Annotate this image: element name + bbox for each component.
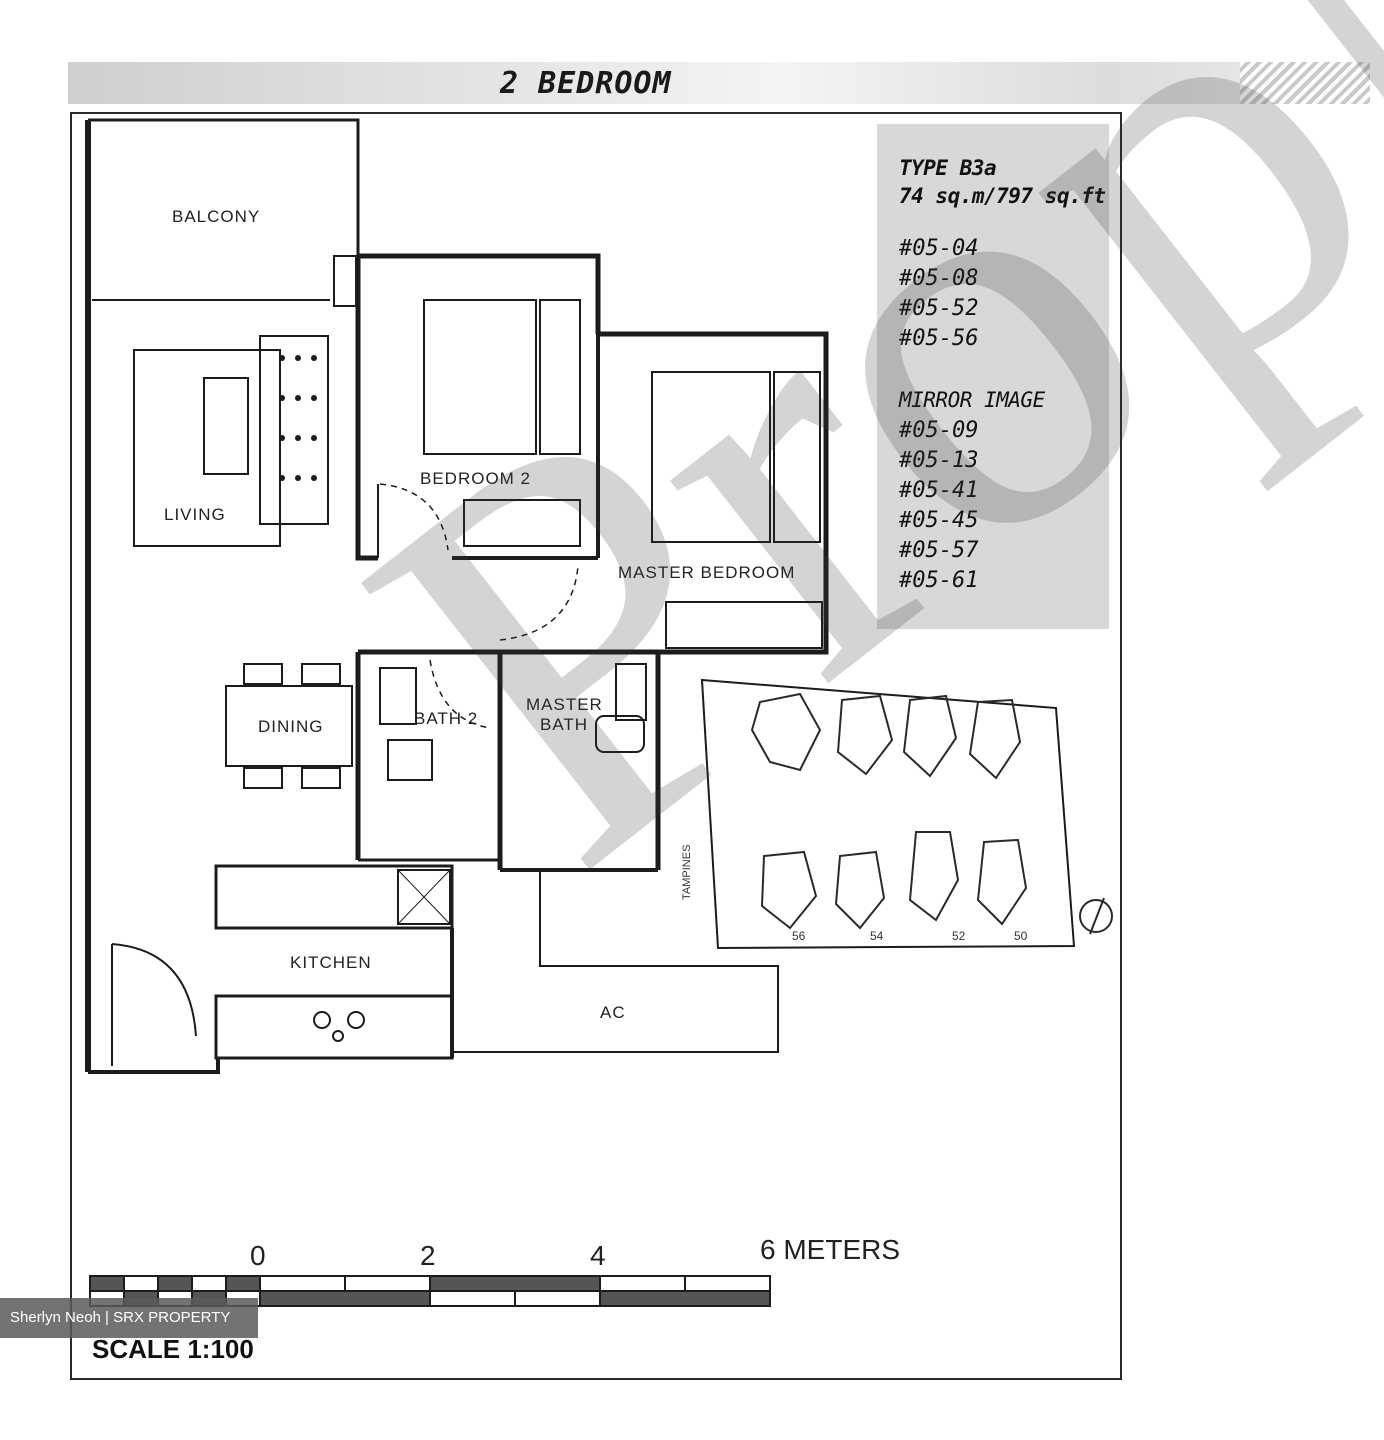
key-plan-block-number: 54 [870,929,884,943]
mirror-unit-number: #05-41 [899,478,979,503]
coffee-table [203,377,249,475]
plan-title: 2 BEDROOM [500,66,672,101]
room-label-master-bedroom: MASTER BEDROOM [618,563,795,582]
room-label-master-bath-line1: MASTER [526,695,603,714]
key-plan-frame [700,678,1076,950]
master-bath-basin [615,663,647,721]
master-bedroom-door-swing [499,565,579,641]
agent-credit-badge: Sherlyn Neoh | SRX PROPERTY [0,1298,258,1338]
bedroom2-bed [423,299,537,455]
room-label-master-bath-line2: BATH [540,715,588,734]
master-bedroom-wall [598,331,829,870]
room-label-living: LIVING [164,505,226,524]
scale-ratio-label: SCALE 1:100 [92,1334,254,1364]
key-plan-blocks [750,692,1113,935]
key-plan-block-number: 50 [1014,929,1028,943]
kitchen-counter-bottom [214,994,454,1060]
kitchen-shaft [397,869,451,925]
bath2-basin [379,667,417,725]
bedroom2-wardrobe [539,299,581,455]
room-label-ac: AC [600,1003,626,1022]
master-wardrobe [773,371,821,543]
balcony-wall [88,118,360,300]
bedroom2-shelf [463,499,581,547]
sofa-cushions [279,355,317,481]
scale-bar [89,1275,771,1307]
ac-ledge [452,870,779,1053]
unit-number: #05-08 [899,266,979,291]
mirror-unit-number: #05-61 [899,568,979,593]
entrance-door-swing [111,943,197,1037]
scale-tick-label: 0 [250,1240,266,1271]
unit-type: TYPE B3a [899,156,997,180]
room-label-kitchen: KITCHEN [290,953,372,972]
plan-sheet-border [70,112,1122,1380]
title-band [68,62,1370,104]
master-bed [651,371,771,543]
master-bath-toilet [595,715,645,753]
room-label-balcony: BALCONY [172,207,260,226]
master-bedroom-shelf [665,601,823,649]
unit-number: #05-56 [899,326,979,351]
bedroom2-pillar [333,255,357,307]
bath2-toilet [387,739,433,781]
living-rug [133,349,281,547]
room-label-dining: DINING [258,717,324,736]
mirror-unit-number: #05-09 [899,418,979,443]
scale-tick-label: 4 [590,1240,606,1271]
scale-tick-label: 2 [420,1240,436,1271]
key-plan-block-number: 52 [952,929,966,943]
bedroom2-left-wall [355,256,378,561]
unit-area: 74 sq.m/797 sq.ft [899,184,1106,208]
unit-number: #05-04 [899,236,979,261]
title-band-stripes [1240,62,1370,104]
dining-table [225,685,353,767]
bedroom2-door-swing [379,483,449,551]
mirror-image-heading: MIRROR IMAGE [899,388,1045,412]
bedroom2-top-wall [358,253,601,334]
scale-tick-label: 6 METERS [760,1234,901,1265]
unit-info-panel: TYPE B3a 74 sq.m/797 sq.ft #05-04 #05-08… [877,124,1109,629]
mirror-unit-number: #05-13 [899,448,979,473]
key-plan-block-number: 56 [792,929,806,943]
kitchen-counter-top [214,864,454,930]
room-label-bedroom-2: BEDROOM 2 [420,469,531,488]
mirror-unit-number: #05-45 [899,508,979,533]
entrance-wall [88,1058,220,1074]
room-label-bath-2: BATH 2 [414,709,478,728]
unit-number: #05-52 [899,296,979,321]
bath2-door-swing [429,659,491,729]
mirror-unit-number: #05-57 [899,538,979,563]
sofa [259,335,329,525]
key-plan-road-label: TAMPINES [681,845,693,900]
